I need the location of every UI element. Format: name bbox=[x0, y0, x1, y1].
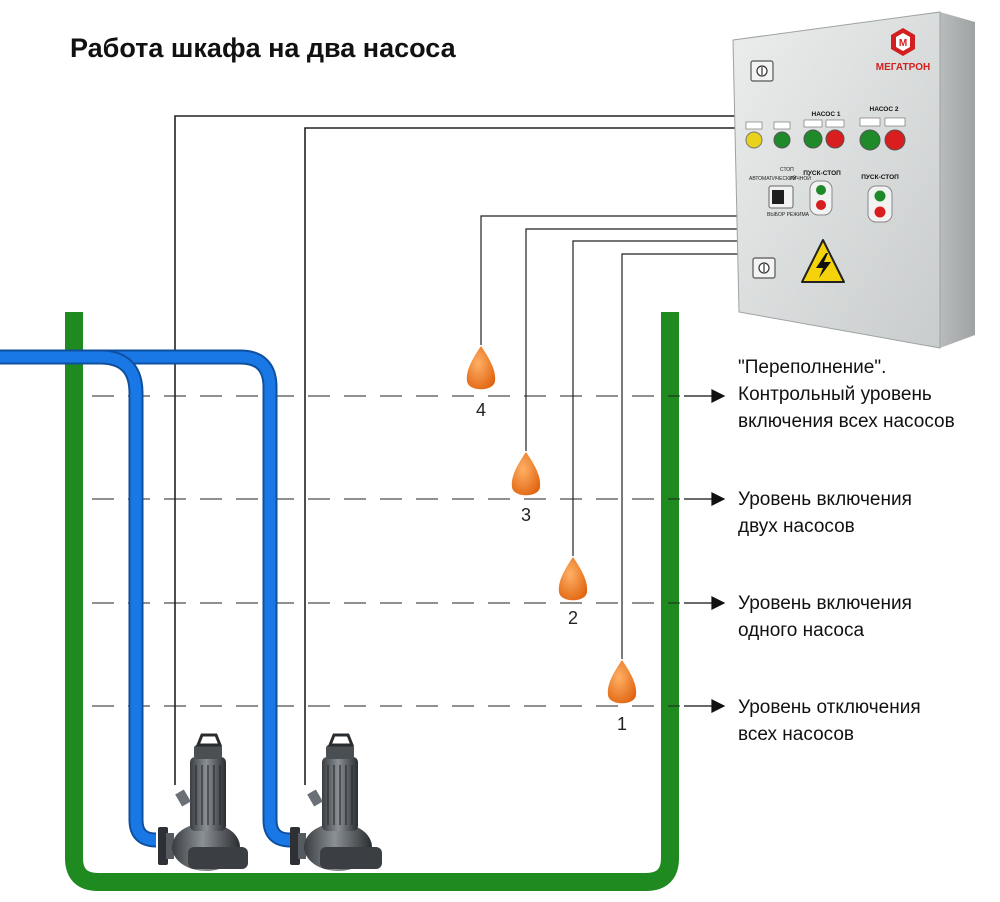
pump-2-cable bbox=[304, 127, 740, 785]
pump-1-red-lamp bbox=[825, 129, 845, 149]
pump-1 bbox=[158, 733, 248, 871]
start-stop-1-button bbox=[809, 180, 833, 216]
pump-cables bbox=[174, 115, 740, 785]
yellow-lamp bbox=[745, 131, 763, 149]
discharge-pipes bbox=[0, 349, 291, 848]
float-3-wire bbox=[525, 228, 740, 451]
level-1-line1: Уровень отключения bbox=[738, 697, 921, 718]
float-4-number: 4 bbox=[476, 400, 486, 420]
pipe-pump-1 bbox=[99, 351, 157, 846]
pump-2-green-lamp bbox=[859, 129, 881, 151]
level-arrows bbox=[684, 389, 726, 713]
level-2-line2: одного насоса bbox=[738, 620, 864, 641]
mode-stop-label: СТОП bbox=[780, 167, 794, 173]
float-3-icon bbox=[511, 452, 541, 496]
float-4-wire bbox=[480, 215, 740, 345]
pump-2-red-lamp bbox=[884, 129, 906, 151]
green-lamp bbox=[773, 131, 791, 149]
mode-manual-label: РУЧНОЙ bbox=[790, 174, 811, 182]
float-wires bbox=[480, 215, 740, 659]
lock-top-icon bbox=[750, 60, 774, 82]
level-lines bbox=[92, 395, 680, 707]
pump-2 bbox=[290, 733, 382, 871]
mode-selector-switch bbox=[768, 185, 794, 209]
arrow-icon bbox=[684, 699, 726, 713]
float-1-icon bbox=[607, 660, 637, 704]
float-2: 2 bbox=[558, 557, 588, 628]
float-3: 3 bbox=[511, 452, 541, 525]
pump-2-label: НАСОС 2 bbox=[870, 106, 899, 113]
brand-name: МЕГАТРОН bbox=[876, 62, 930, 73]
float-2-number: 2 bbox=[568, 608, 578, 628]
level-1-line2: всех насосов bbox=[738, 724, 854, 745]
float-2-wire bbox=[572, 240, 740, 556]
svg-text:M: M bbox=[899, 38, 907, 49]
level-4-line1: "Переполнение". bbox=[738, 357, 886, 378]
start-stop-2-label: ПУСК-СТОП bbox=[861, 174, 899, 181]
float-1: 1 bbox=[607, 660, 637, 734]
lamps-row bbox=[745, 117, 906, 151]
page-title: Работа шкафа на два насоса bbox=[70, 33, 457, 63]
pump-1-green-lamp bbox=[803, 129, 823, 149]
float-1-number: 1 bbox=[617, 714, 627, 734]
mode-auto-label: АВТОМАТИЧЕСКИЙ bbox=[749, 174, 797, 182]
float-3-number: 3 bbox=[521, 505, 531, 525]
level-3-line2: двух насосов bbox=[738, 516, 855, 537]
mode-select-label: ВЫБОР РЕЖИМА bbox=[767, 212, 810, 218]
tank bbox=[65, 312, 679, 891]
start-stop-2-button bbox=[867, 185, 893, 223]
megatron-logo: M МЕГАТРОН bbox=[876, 28, 930, 73]
arrow-icon bbox=[684, 492, 726, 506]
pump-1-cable bbox=[174, 115, 740, 785]
start-stop-1-label: ПУСК-СТОП bbox=[803, 170, 841, 177]
level-4-line2: Контрольный уровень bbox=[738, 384, 932, 405]
float-4: 4 bbox=[466, 346, 496, 420]
level-4-line3: включения всех насосов bbox=[738, 411, 955, 432]
level-2-line1: Уровень включения bbox=[738, 593, 912, 614]
float-2-icon bbox=[558, 557, 588, 601]
high-voltage-warning-icon bbox=[801, 239, 845, 283]
level-3-line1: Уровень включения bbox=[738, 489, 912, 510]
pump-1-label: НАСОС 1 bbox=[812, 111, 841, 118]
pipe-pump-2 bbox=[0, 351, 291, 846]
float-4-icon bbox=[466, 346, 496, 390]
arrow-icon bbox=[684, 389, 726, 403]
control-cabinet: M МЕГАТРОН НАСОС 1 НАСОС 2 С bbox=[732, 11, 975, 349]
arrow-icon bbox=[684, 596, 726, 610]
lock-bottom-icon bbox=[752, 257, 776, 279]
float-1-wire bbox=[621, 253, 740, 659]
